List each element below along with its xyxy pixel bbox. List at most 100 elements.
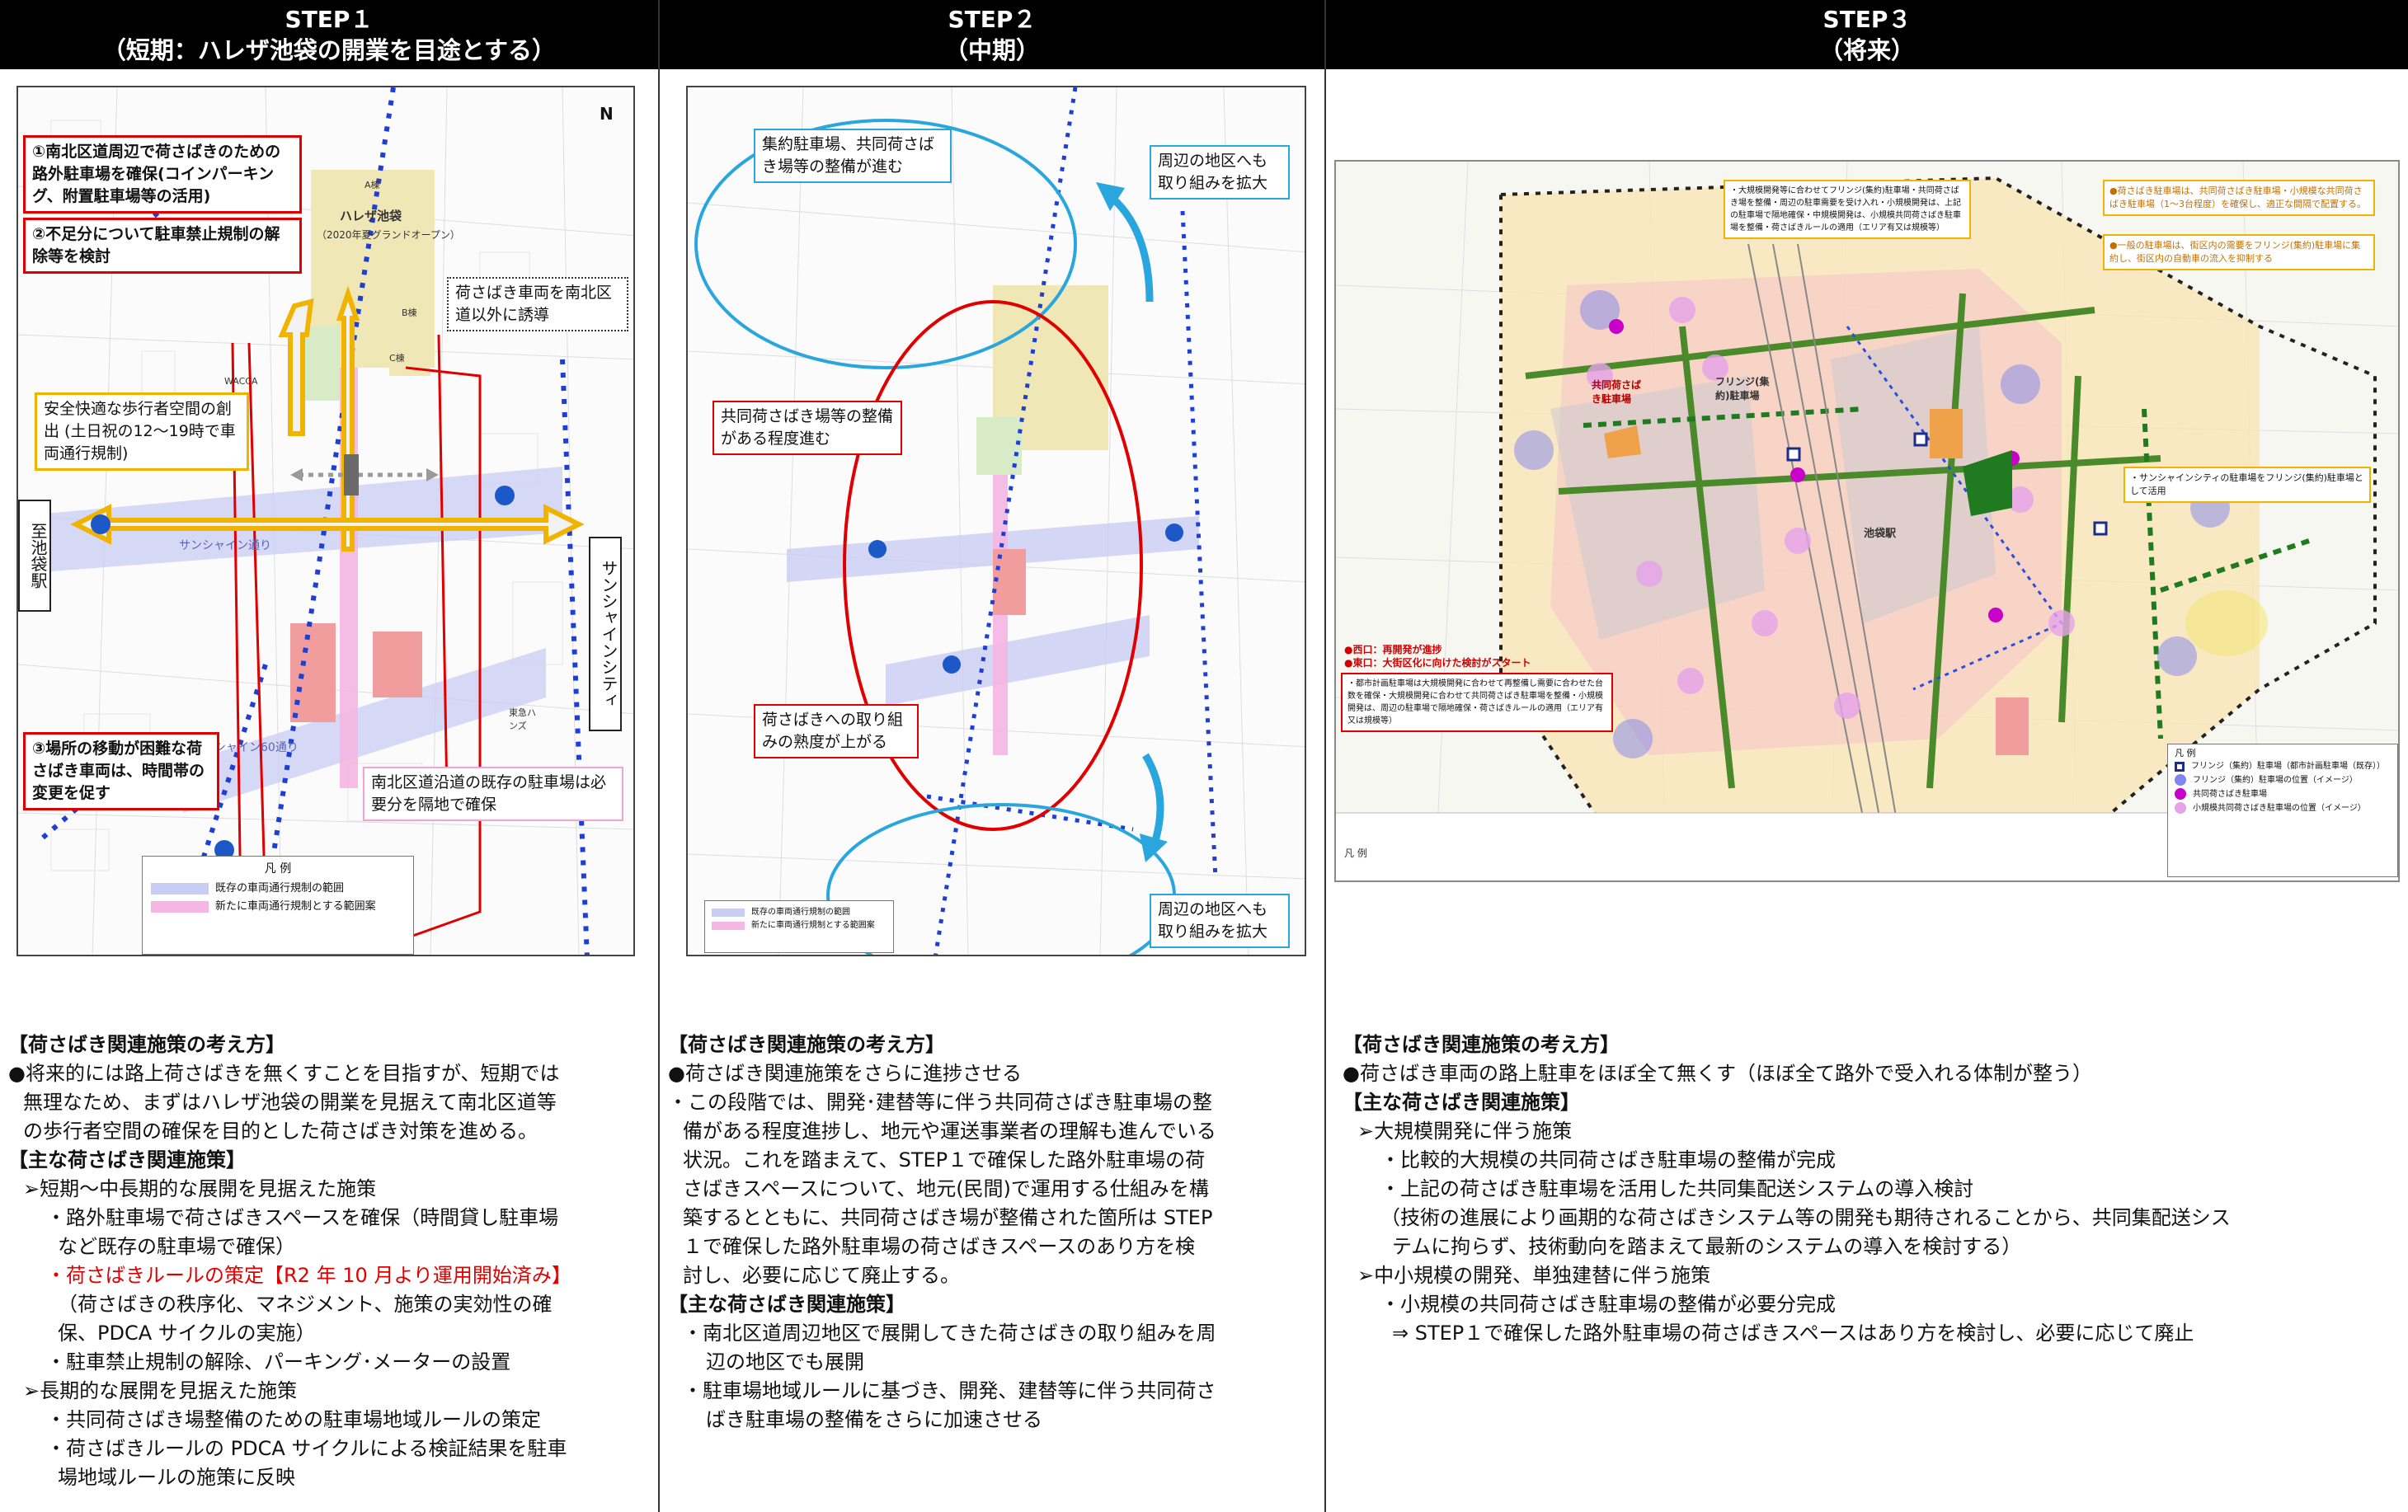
legend-swatch-existing <box>712 909 745 917</box>
step3-sub-large: ➢大規模開発に伴う施策 <box>1357 1120 1573 1143</box>
step3-bottom-legend-title: 凡 例 <box>1344 848 1367 859</box>
legend-swatch-new <box>712 922 745 930</box>
step1-bullet: など既存の駐車場で確保） <box>58 1235 295 1258</box>
poi-harez-c: C棟 <box>389 353 405 364</box>
step3-bullet: （技術の進展により画期的な荷さばきシステム等の開発も期待されることから、共同集配… <box>1380 1206 2231 1229</box>
legend-label: フリンジ（集約）駐車場の位置（イメージ） <box>2193 775 2358 785</box>
step2-map: 集約駐車場、共同荷さばき場等の整備が進む 周辺の地区へも取り組みを拡大 共同荷さ… <box>686 86 1306 956</box>
poi-harez-b: B棟 <box>402 308 417 318</box>
legend-label-existing: 既存の車両通行規制の範囲 <box>751 908 850 917</box>
step3-main-heading: 【主な荷さばき関連施策】 <box>1343 1091 1580 1114</box>
step2-bullet: ばき駐車場の整備をさらに加速させる <box>706 1408 1042 1431</box>
step1-bullet: 保、PDCA サイクルの実施） <box>58 1322 316 1345</box>
step1-callout-2: ②不足分について駐車禁止規制の解除等を検討 <box>23 218 302 274</box>
step1-concept-heading: 【荷さばき関連施策の考え方】 <box>8 1033 285 1056</box>
step3-note-left-3: ・都市計画駐車場は大規模開発に合わせて再整備し需要に合わせた台数を確保・大規模開… <box>1341 673 1613 732</box>
step1-bullet: （荷さばきの秩序化、マネジメント、施策の実効性の確 <box>58 1293 553 1316</box>
step1-header: STEP１ （短期：ハレザ池袋の開業を目途とする） <box>0 0 658 69</box>
step3-bullet: ・比較的大規模の共同荷さばき駐車場の整備が完成 <box>1380 1148 1836 1172</box>
step2-concept-heading: 【荷さばき関連施策の考え方】 <box>668 1033 945 1056</box>
legend-label-existing: 既存の車両通行規制の範囲 <box>215 882 345 895</box>
step2-callout-top: 集約駐車場、共同荷さばき場等の整備が進む <box>754 129 952 183</box>
legend-label: フリンジ（集約）駐車場（都市計画駐車場（既存）） <box>2191 762 2385 771</box>
legend-swatch-new <box>151 901 209 913</box>
step1-bullet: ・路外駐車場で荷さばきスペースを確保（時間貸し駐車場 <box>46 1206 559 1229</box>
poi-fringe: フリンジ(集約)駐車場 <box>1715 376 1770 401</box>
step3-legend: 凡 例 フリンジ（集約）駐車場（都市計画駐車場（既存）） フリンジ（集約）駐車場… <box>2167 744 2398 877</box>
step3-column: STEP３ （将来） <box>1326 0 2408 1512</box>
step1-bullet: ・荷さばきルールの PDCA サイクルによる検証結果を駐車 <box>46 1437 567 1460</box>
step2-paragraph-line: 備がある程度進捗し、地元や運送事業者の理解も進んでいる <box>683 1120 1216 1143</box>
step1-concept-line: 無理なため、まずはハレザ池袋の開業を見据えて南北区道等 <box>23 1091 557 1114</box>
step1-callout-1: ①南北区道周辺で荷さばきのための路外駐車場を確保(コインパーキング、附置駐車場等… <box>23 135 302 214</box>
step1-subtitle: （短期：ハレザ池袋の開業を目途とする） <box>101 36 557 64</box>
legend-fringe-position-icon <box>2175 774 2186 786</box>
legend-label-new: 新たに車両通行規制とする範囲案 <box>215 900 376 913</box>
legend-small-shared-icon <box>2175 802 2186 814</box>
poi-shared: 共同荷さばき駐車場 <box>1592 379 1642 405</box>
step2-map-graphics <box>688 87 1305 955</box>
north-arrow-icon: N <box>600 104 614 124</box>
step2-callout-shared: 共同荷さばき場等の整備がある程度進む <box>713 401 902 455</box>
poi-harez-title: ハレザ池袋 <box>340 209 402 223</box>
legend-label: 共同荷さばき駐車場 <box>2193 789 2267 799</box>
step2-paragraph-line: さばきスペースについて、地元(民間)で運用する仕組みを構 <box>683 1177 1209 1200</box>
step1-bullet: ・共同荷さばき場整備のための駐車場地域ルールの策定 <box>46 1408 541 1431</box>
step1-map: A棟 ハレザ池袋 （2020年夏グランドオープン） B棟 C棟 WACCA 東急… <box>16 86 635 956</box>
legend-label: 小規模共同荷さばき駐車場の位置（イメージ） <box>2193 803 2366 813</box>
step1-callout-walk: 安全快適な歩行者空間の創出 (土日祝の12～19時で車両通行規制) <box>35 392 249 471</box>
step1-bullet: ・駐車禁止規制の解除、パーキング･メーターの設置 <box>46 1350 511 1373</box>
step2-paragraph-line: 討し、必要に応じて廃止する。 <box>683 1264 960 1287</box>
step1-text: 【荷さばき関連施策の考え方】 ●将来的には路上荷さばきを無くすことを目指すが、短… <box>8 1031 651 1492</box>
step3-header: STEP３ （将来） <box>1326 0 2408 69</box>
label-sunshine-city: サンシャインシティ <box>589 537 622 731</box>
poi-harez-subtitle: （2020年夏グランドオープン） <box>317 229 460 241</box>
step2-bullet: 辺の地区でも展開 <box>706 1350 864 1373</box>
step1-sub-short: ➢短期～中長期的な展開を見据えた施策 <box>23 1177 377 1200</box>
step1-callout-3: ③場所の移動が困難な荷さばき車両は、時間帯の変更を促す <box>23 732 219 810</box>
step1-concept-line: ●将来的には路上荷さばきを無くすことを目指すが、短期では <box>8 1062 560 1085</box>
step2-header: STEP２ （中期） <box>660 0 1324 69</box>
step2-paragraph-line: １で確保した路外駐車場の荷さばきスペースのあり方を検 <box>683 1235 1196 1258</box>
step1-bullet: 場地域ルールの施策に反映 <box>58 1466 295 1489</box>
poi-wacca: WACCA <box>224 376 258 387</box>
step3-note-sunshine: ・サンシャインシティの駐車場をフリンジ(集約)駐車場として活用 <box>2123 467 2371 503</box>
step3-subtitle: （将来） <box>1818 36 1915 64</box>
step2-subtitle: （中期） <box>943 36 1040 64</box>
step2-title: STEP２ <box>948 6 1037 33</box>
step2-paragraph-line: ・この段階では、開発･建替等に伴う共同荷さばき駐車場の整 <box>668 1091 1212 1114</box>
step3-sub-small: ➢中小規模の開発、単独建替に伴う施策 <box>1357 1264 1711 1287</box>
step3-bullet: ・小規模の共同荷さばき駐車場の整備が必要分完成 <box>1380 1293 1836 1316</box>
legend-shared-icon <box>2175 788 2186 800</box>
step3-concept-heading: 【荷さばき関連施策の考え方】 <box>1343 1033 1620 1056</box>
step1-sub-long: ➢長期的な展開を見据えた施策 <box>23 1379 298 1402</box>
step1-legend: 凡 例 既存の車両通行規制の範囲 新たに車両通行規制とする範囲案 <box>142 856 414 955</box>
step3-note-left-2: ●東口：大街区化に向けた検討がスタート <box>1344 657 1531 669</box>
step1-callout-parking: 南北区道沿道の既存の駐車場は必要分を隔地で確保 <box>363 767 623 821</box>
legend-label-new: 新たに車両通行規制とする範囲案 <box>751 921 875 930</box>
step2-callout-expand-top: 周辺の地区へも取り組みを拡大 <box>1150 145 1290 200</box>
step3-concept-line: ●荷さばき車両の路上駐車をほぼ全て無くす（ほぼ全て路外で受入れる体制が整う） <box>1343 1062 2092 1085</box>
step2-main-heading: 【主な荷さばき関連施策】 <box>668 1293 905 1316</box>
step1-main-heading: 【主な荷さばき関連施策】 <box>8 1148 246 1172</box>
step2-legend: 既存の車両通行規制の範囲 新たに車両通行規制とする範囲案 <box>704 900 894 953</box>
step2-callout-expand-bottom: 周辺の地区へも取り組みを拡大 <box>1150 894 1290 948</box>
poi-harez-a: A棟 <box>364 180 380 190</box>
step3-note-right-2: ●一般の駐車場は、街区内の需要をフリンジ(集約)駐車場に集約し、街区内の自動車の… <box>2103 234 2375 270</box>
step3-map: ・大規模開発等に合わせてフリンジ(集約)駐車場・共同荷さばき場を整備・周辺の駐車… <box>1334 160 2400 882</box>
step1-column: STEP１ （短期：ハレザ池袋の開業を目途とする） <box>0 0 660 1512</box>
legend-title: 凡 例 <box>2175 748 2196 758</box>
legend-fringe-existing-icon <box>2175 761 2185 772</box>
step2-bullet: ・南北区道周辺地区で展開してきた荷さばきの取り組みを周 <box>683 1322 1216 1345</box>
poi-station: 池袋駅 <box>1864 528 1897 540</box>
step3-title: STEP３ <box>1822 6 1912 33</box>
step3-note-right-1: ●荷さばき駐車場は、共同荷さばき駐車場・小規模な共同荷さばき駐車場（1～3台程度… <box>2103 180 2375 216</box>
step1-map-graphics <box>18 87 633 955</box>
step2-paragraph-line: 築するとともに、共同荷さばき場が整備された箇所は STEP <box>683 1206 1213 1229</box>
poi-tokyu-hands: 東急ハンズ <box>509 707 536 731</box>
step2-callout-mature: 荷さばきへの取り組みの熟度が上がる <box>754 704 919 758</box>
step1-title: STEP１ <box>285 6 374 33</box>
poi-sunshine-st: サンシャイン通り <box>179 539 271 552</box>
step2-paragraph-line: 状況。これを踏まえて、STEP１で確保した路外駐車場の荷 <box>683 1148 1206 1172</box>
step3-note-left-1: ●西口：再開発が進捗 <box>1344 644 1442 655</box>
